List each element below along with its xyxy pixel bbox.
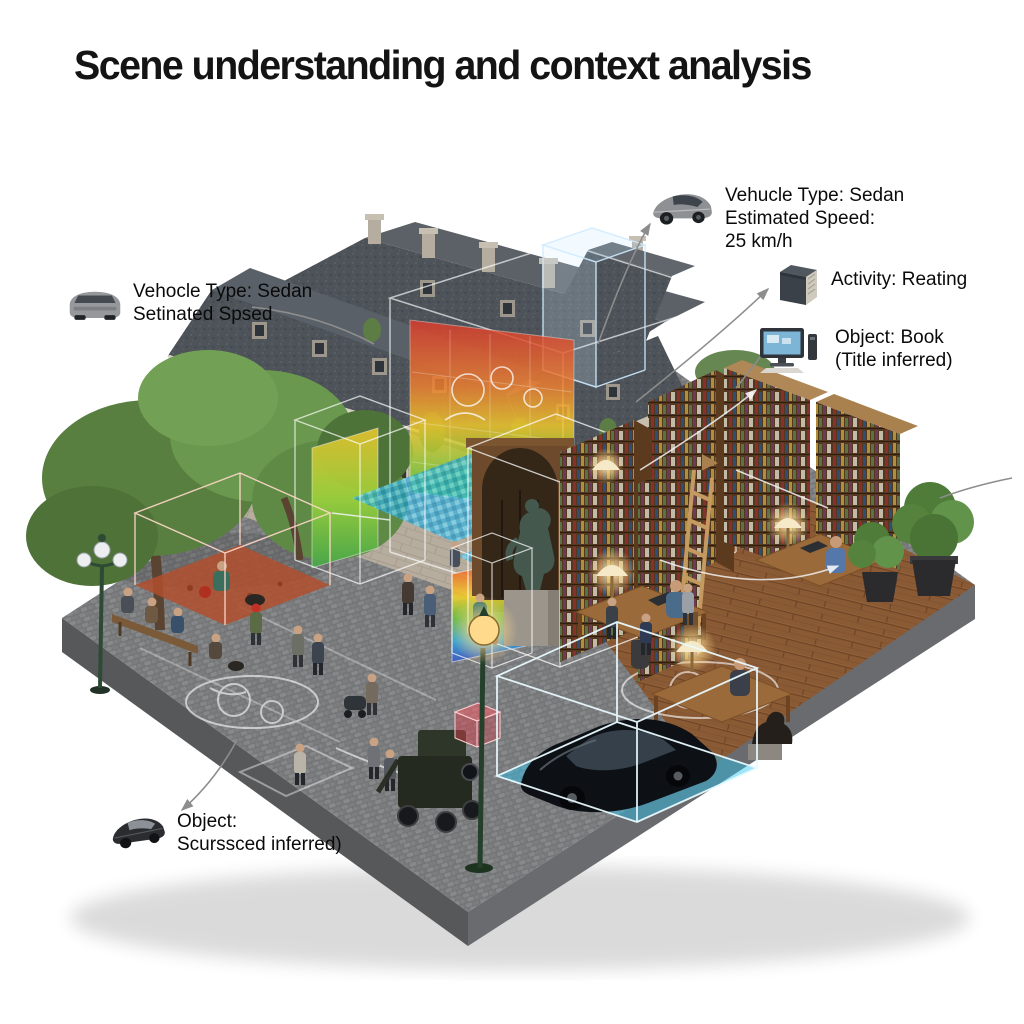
annotation-text: Object: Scurssced inferred) bbox=[177, 810, 342, 856]
mulch-bounding-box bbox=[133, 472, 332, 625]
book-stack-icon bbox=[780, 265, 817, 305]
annotation-line: Setinated Spsed bbox=[133, 304, 273, 325]
library-ladder bbox=[678, 469, 714, 631]
street-lamp-left bbox=[76, 534, 128, 694]
street-lamp-center bbox=[450, 596, 518, 873]
annotation-line: Vehocle Type: Sedan bbox=[133, 281, 313, 302]
yellow-panel-box bbox=[293, 395, 427, 585]
annotation-vehicle-top-right: Vehucle Type: Sedan Estimated Speed: 25 … bbox=[648, 184, 904, 253]
annotation-line: 25 km/h bbox=[725, 231, 793, 252]
annotation-line: Scurssced inferred) bbox=[177, 834, 342, 855]
sedan-car-icon bbox=[653, 194, 712, 225]
dark-car-icon bbox=[112, 818, 165, 849]
annotation-text: Object: Book (Title inferred) bbox=[835, 326, 953, 372]
annotation-activity: Activity: Reating bbox=[772, 256, 967, 310]
annotation-object-bottom-left: Object: Scurssced inferred) bbox=[108, 810, 342, 856]
platform-shadow bbox=[70, 866, 970, 970]
annotation-line: (Title inferred) bbox=[835, 350, 953, 371]
annotation-line: Object: Book bbox=[835, 327, 944, 348]
leader-lines bbox=[180, 222, 1013, 812]
car-front-icon bbox=[69, 291, 121, 320]
annotation-vehicle-left: Vehocle Type: Sedan Setinated Spsed bbox=[66, 280, 312, 326]
page-title: Scene understanding and context analysis bbox=[74, 42, 812, 88]
desktop-computer-icon bbox=[760, 328, 817, 373]
annotation-text: Vehucle Type: Sedan Estimated Speed: 25 … bbox=[725, 184, 904, 253]
car-bounding-box bbox=[494, 621, 760, 823]
equipment-cart bbox=[375, 730, 482, 833]
heatmap-panel-yellow bbox=[311, 427, 379, 569]
annotation-text: Vehocle Type: Sedan Setinated Spsed bbox=[133, 280, 312, 326]
annotation-line: Vehucle Type: Sedan bbox=[725, 185, 905, 206]
annotation-line: Estimated Speed: bbox=[725, 208, 875, 229]
bench-group bbox=[112, 587, 244, 671]
annotation-object-book: Object: Book (Title inferred) bbox=[758, 326, 953, 374]
potted-plants bbox=[848, 482, 974, 602]
annotation-text: Activity: Reating bbox=[831, 268, 967, 291]
annotation-line: Object: bbox=[177, 811, 238, 832]
red-detection-cube bbox=[453, 702, 502, 748]
scene-connector-lines bbox=[331, 389, 840, 581]
annotation-line: Activity: Reating bbox=[831, 269, 968, 290]
arched-door bbox=[466, 438, 574, 600]
